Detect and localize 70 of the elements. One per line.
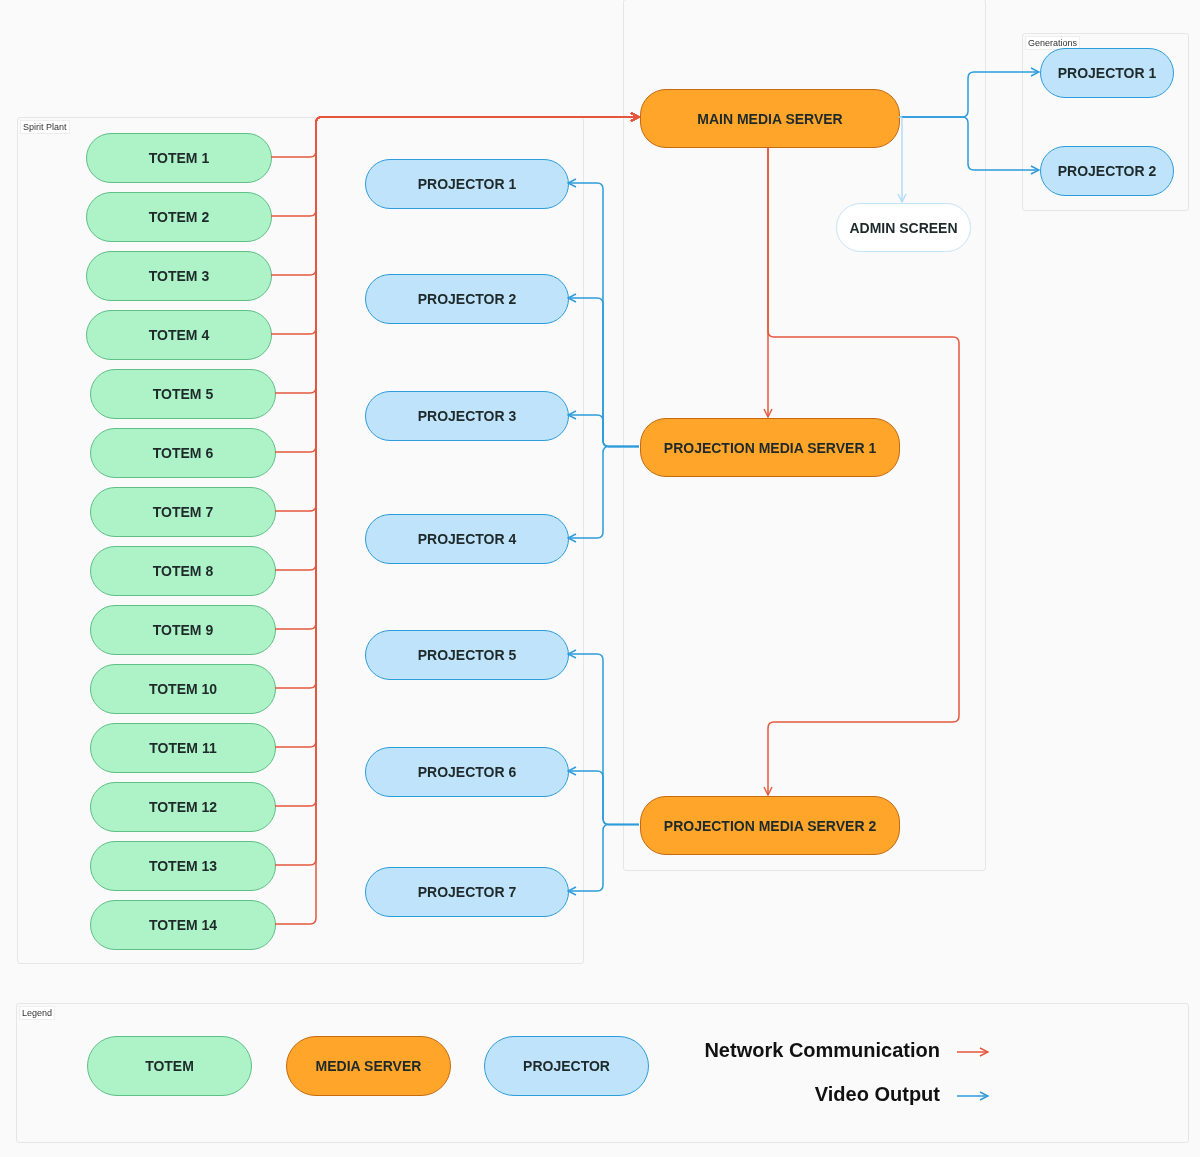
node-label: TOTEM 1 xyxy=(148,150,210,166)
connector-arrow xyxy=(898,116,1040,175)
node-label: MAIN MEDIA SERVER xyxy=(697,110,843,127)
node-label: PROJECTOR 1 xyxy=(1057,65,1157,81)
node-label: PROJECTOR 1 xyxy=(417,176,517,192)
node-label: PROJECTOR 5 xyxy=(417,647,517,663)
group-label: Generations xyxy=(1025,36,1081,50)
legend-label: MEDIA SERVER xyxy=(315,1058,422,1074)
node-label: ADMIN SCREEN xyxy=(849,219,958,236)
node-label: TOTEM 6 xyxy=(152,445,214,461)
projector-box xyxy=(365,747,569,797)
node-label: PROJECTOR 2 xyxy=(417,291,517,307)
connector-arrow xyxy=(567,823,640,896)
legend-label: Video Output xyxy=(814,1083,940,1106)
node-label: PROJECTOR 2 xyxy=(1057,163,1157,179)
totem-box xyxy=(90,605,276,655)
node-label: TOTEM 12 xyxy=(148,799,218,815)
node-label: TOTEM 2 xyxy=(148,209,210,225)
node-label: TOTEM 11 xyxy=(149,740,217,756)
node-label: TOTEM 4 xyxy=(148,327,210,343)
totem-box xyxy=(90,723,276,773)
node-label: PROJECTOR 7 xyxy=(417,884,517,900)
projector-box xyxy=(365,391,569,441)
totem-box xyxy=(90,546,276,596)
group-frame xyxy=(1022,33,1189,211)
totem-box xyxy=(90,428,276,478)
node-label: TOTEM 10 xyxy=(148,681,218,697)
legend-title: Legend xyxy=(19,1006,56,1020)
node-label: PROJECTOR 4 xyxy=(417,531,517,547)
group-frame xyxy=(623,0,986,871)
legend-label: Network Communication xyxy=(704,1039,940,1062)
node-label: TOTEM 13 xyxy=(148,858,218,874)
node-label: PROJECTION MEDIA SERVER 1 xyxy=(663,439,877,456)
projector-box xyxy=(365,159,569,209)
totem-box xyxy=(90,369,276,419)
projector-box xyxy=(365,274,569,324)
server-box xyxy=(640,418,900,477)
node-label: TOTEM 7 xyxy=(152,504,214,520)
totem-box xyxy=(86,310,272,360)
totem-box xyxy=(90,900,276,950)
legend-label: TOTEM xyxy=(145,1058,194,1074)
node-label: TOTEM 3 xyxy=(148,268,210,284)
node-label: PROJECTOR 6 xyxy=(417,764,517,780)
node-label: TOTEM 8 xyxy=(152,563,214,579)
server-box xyxy=(640,89,900,148)
totem-box xyxy=(90,782,276,832)
totem-box xyxy=(90,487,276,537)
projector-box xyxy=(365,630,569,680)
connector-arrow xyxy=(897,116,907,203)
node-label: TOTEM 14 xyxy=(148,917,218,933)
projector-box xyxy=(365,867,569,917)
totem-box xyxy=(86,192,272,242)
group-frame xyxy=(17,117,584,964)
totem-box xyxy=(90,841,276,891)
projector-box xyxy=(1040,146,1174,196)
totem-box xyxy=(86,133,272,183)
connector-arrow xyxy=(567,445,640,543)
screen-box xyxy=(836,203,971,252)
projector-box xyxy=(365,514,569,564)
node-label: TOTEM 9 xyxy=(152,622,214,638)
projector-box xyxy=(1040,48,1174,98)
totem-box xyxy=(86,251,272,301)
node-label: PROJECTOR 3 xyxy=(417,408,517,424)
group-label: Spirit Plant xyxy=(20,120,70,134)
server-box xyxy=(640,796,900,855)
legend-label: PROJECTOR xyxy=(523,1058,610,1074)
node-label: TOTEM 5 xyxy=(152,386,214,402)
totem-box xyxy=(90,664,276,714)
node-label: PROJECTION MEDIA SERVER 2 xyxy=(663,817,877,834)
connector-arrow xyxy=(763,146,960,796)
